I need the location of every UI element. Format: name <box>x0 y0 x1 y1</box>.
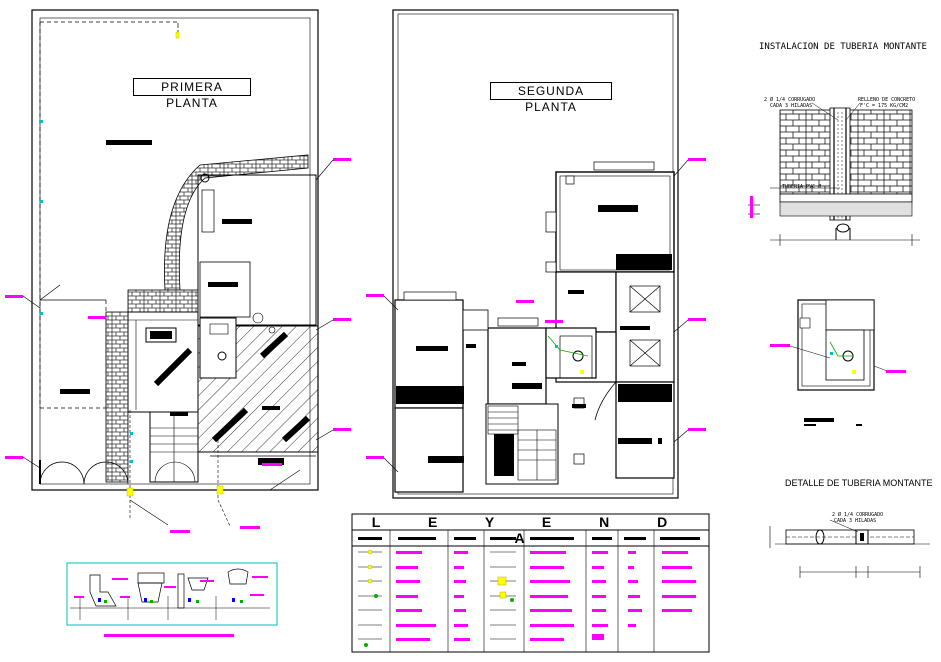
note-fill: RELLENO DE CONCRETO <box>858 97 916 103</box>
first-floor-title: PRIMERA PLANTA <box>133 78 251 110</box>
legend-table <box>351 513 710 653</box>
first-floor-plan <box>5 9 351 533</box>
note-fill-2: F'C = 175 KG/CM2 <box>860 103 909 109</box>
riser-installation-detail <box>748 102 920 246</box>
second-floor-plan <box>366 9 706 499</box>
second-floor-title: SEGUNDA PLANTA <box>490 82 612 114</box>
note-pipe-top-2: CADA 3 HILADAS <box>770 103 813 109</box>
legend-title: L E Y E N D A <box>371 514 690 546</box>
note-detail-pipe-2: CADA 3 HILADAS <box>834 518 877 524</box>
note-pipe-pvc: TUBERIA PVC Ø <box>782 184 822 190</box>
riser-plan-detail <box>770 299 906 426</box>
note-detail-pipe: 2 Ø 1/4 CORRUGADO <box>832 512 884 518</box>
note-pipe-top: 2 Ø 1/4 CORRUGADO <box>764 97 816 103</box>
fixture-elevations <box>66 562 278 637</box>
riser-detail-title: DETALLE DE TUBERIA MONTANTE <box>785 478 933 488</box>
riser-installation-title: INSTALACION DE TUBERIA MONTANTE <box>759 42 927 52</box>
riser-pipe-section <box>769 519 930 578</box>
